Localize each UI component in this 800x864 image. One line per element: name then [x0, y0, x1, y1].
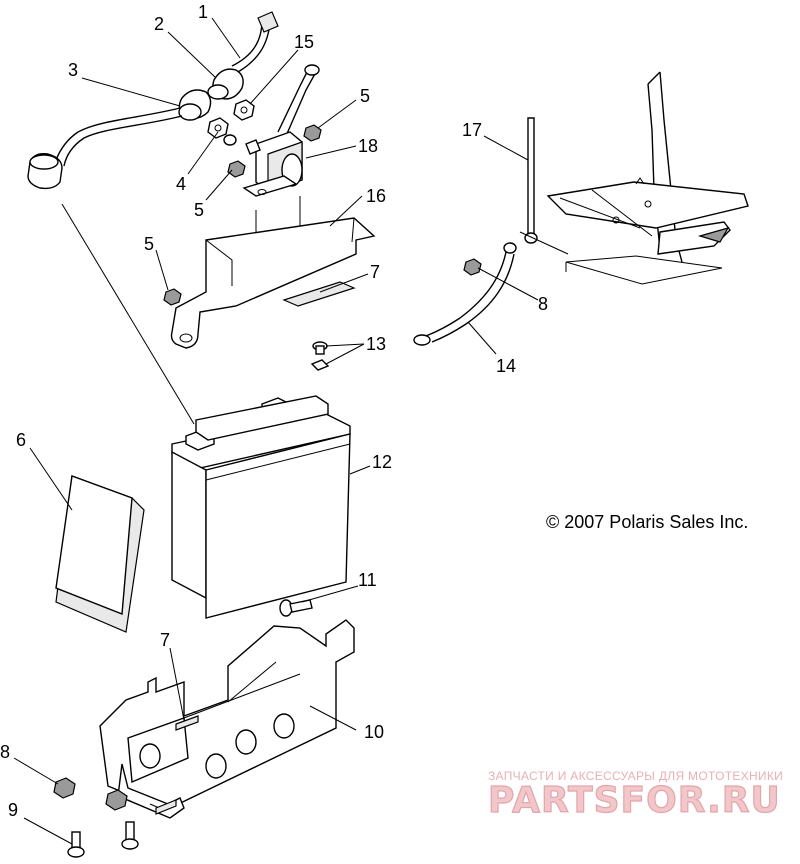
part-4-nut: [207, 117, 237, 146]
part-14-ground-strap: [413, 242, 517, 346]
callout-7: 7: [370, 262, 380, 282]
callout-3: 3: [68, 60, 78, 80]
leader-lines: [13, 17, 539, 845]
callout-17: 17: [462, 120, 482, 140]
callout-12: 12: [372, 452, 392, 472]
part-5-nut-top: [303, 124, 322, 142]
frame-assembly: [519, 71, 749, 285]
callout-8: 8: [0, 742, 10, 762]
part-7-pad-top: [282, 281, 356, 307]
part-15-nut: [233, 99, 255, 121]
callout-5: 5: [144, 234, 154, 254]
callout-5: 5: [360, 86, 370, 106]
part-8-nut-top: [463, 258, 482, 276]
part-10-battery-box: [99, 619, 355, 819]
part-13-fasteners: [310, 341, 330, 371]
callout-4: 4: [176, 174, 186, 194]
part-5-nut-left: [227, 160, 246, 178]
callout-10: 10: [364, 722, 384, 742]
callout-14: 14: [496, 356, 516, 376]
callout-15: 15: [294, 32, 314, 52]
callout-13: 13: [366, 334, 386, 354]
watermark-brand: PARTSFOR.RU: [488, 780, 781, 821]
part-16-bracket: [170, 217, 376, 349]
callout-labels: 1 2 15 3 5 18 4 5 16 17 5 7 8 13 14 6 12…: [0, 2, 548, 820]
callout-18: 18: [358, 136, 378, 156]
callout-16: 16: [366, 186, 386, 206]
callout-1: 1: [198, 2, 208, 22]
part-9-screws: [67, 821, 139, 858]
callout-6: 6: [16, 430, 26, 450]
part-17-rod: [524, 117, 538, 244]
callout-9: 9: [8, 800, 18, 820]
watermark-tagline: ЗАПЧАСТИ И АКСЕССУАРЫ ДЛЯ МОТОТЕХНИКИ: [488, 769, 783, 783]
part-1-cable: [207, 11, 279, 100]
callout-2: 2: [154, 14, 164, 34]
part-7-pad-lower: [175, 715, 199, 731]
part-3-cable: [27, 89, 212, 190]
watermark: ЗАПЧАСТИ И АКСЕССУАРЫ ДЛЯ МОТОТЕХНИКИ PA…: [487, 769, 783, 822]
callout-11: 11: [358, 570, 377, 590]
callout-7: 7: [160, 630, 170, 650]
part-12-battery: [171, 395, 351, 619]
part-11-screw: [279, 599, 313, 617]
copyright-notice: © 2007 Polaris Sales Inc.: [546, 512, 748, 532]
part-18-solenoid: [242, 64, 320, 197]
callout-8: 8: [538, 294, 548, 314]
part-8-nut-bottom: [53, 777, 128, 811]
part-6-pad: [55, 475, 145, 633]
part-5-nut-bracket: [163, 288, 182, 306]
callout-5: 5: [194, 200, 204, 220]
